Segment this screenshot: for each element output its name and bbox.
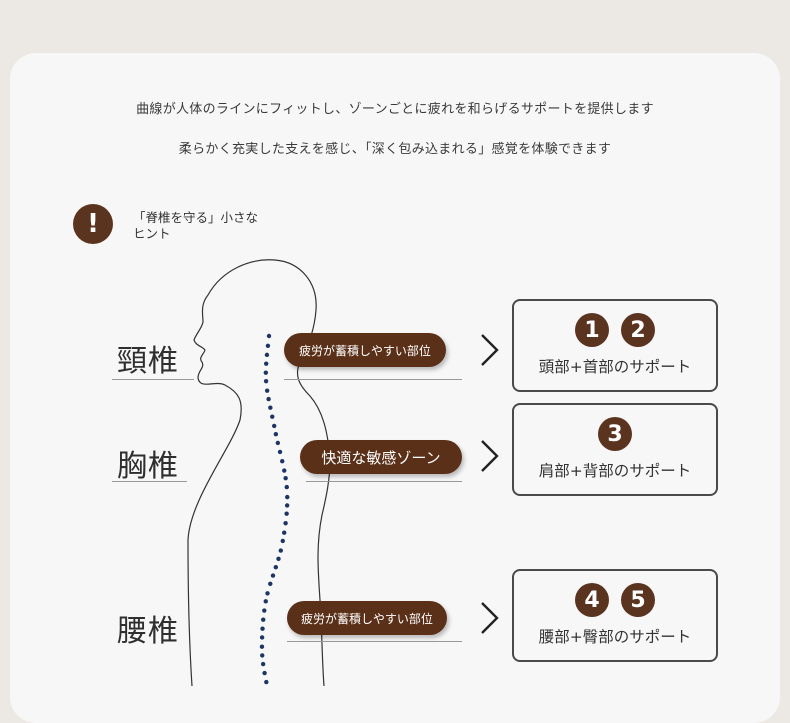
spine-dot xyxy=(273,431,279,437)
intro-line-1: 曲線が人体のラインにフィットし、ゾーンごとに疲れを和らげるサポートを提供します xyxy=(136,102,654,117)
number-badge: 3 xyxy=(598,417,632,451)
spine-dot xyxy=(264,352,270,358)
zone-label-lumbar: 腰椎 xyxy=(117,614,179,649)
spine-dot xyxy=(268,405,273,410)
zone-underline xyxy=(287,641,462,642)
hint-text: 「脊椎を守る」小さな ヒント xyxy=(133,210,258,242)
spine-dot xyxy=(263,599,268,604)
spine-dot xyxy=(280,538,285,544)
spine-dot xyxy=(284,503,290,508)
spine-dots xyxy=(259,333,290,685)
spine-dot xyxy=(261,617,266,622)
number-badges: 4 5 xyxy=(514,583,716,617)
spine-dot xyxy=(260,626,265,631)
spine-dot xyxy=(273,565,279,570)
support-text: 肩部+背部のサポート xyxy=(538,462,692,480)
intro-line-2: 柔らかく充実した支えを感じ、「深く包み込まれる」感覚を体験できます xyxy=(178,142,612,157)
chevron-right-icon xyxy=(481,334,499,366)
spine-dot xyxy=(285,494,290,500)
spine-dot xyxy=(259,644,265,649)
number-badges: 1 2 xyxy=(514,313,716,347)
spine-dot xyxy=(260,661,266,667)
number-badge: 1 xyxy=(575,313,609,347)
spine-dot xyxy=(264,388,270,393)
chevron-right-icon xyxy=(481,440,499,472)
zone-underline xyxy=(284,379,462,380)
zone-underline xyxy=(112,481,187,482)
spine-dot xyxy=(262,608,267,613)
spine-dot xyxy=(266,333,272,339)
spine-dot xyxy=(262,670,267,676)
spine-dot xyxy=(271,423,277,429)
spine-dot xyxy=(283,475,288,481)
tag-pill-lumbar: 疲労が蓄積しやすい部位 xyxy=(287,601,447,635)
number-badges: 3 xyxy=(514,417,716,451)
tag-pill-thoracic: 快適な敏感ゾーン xyxy=(300,440,462,474)
number-badge: 2 xyxy=(621,313,655,347)
chevron-right-icon xyxy=(481,602,499,634)
hint-line-1: 「脊椎を守る」小さな xyxy=(133,210,259,225)
exclamation-icon: ! xyxy=(73,204,113,244)
spine-dot xyxy=(284,484,289,490)
spine-dot xyxy=(276,556,281,562)
support-box-cervical: 1 2 頭部+首部のサポート xyxy=(512,299,718,392)
spine-dot xyxy=(270,573,276,578)
zone-underline xyxy=(112,379,194,380)
spine-dot xyxy=(270,414,275,419)
spine-dot xyxy=(282,468,287,473)
spine-dot xyxy=(263,370,269,375)
spine-dot xyxy=(268,581,273,587)
spine-dot xyxy=(275,440,281,446)
spine-dot xyxy=(278,548,283,553)
support-text: 頭部+首部のサポート xyxy=(538,358,692,376)
spine-dot xyxy=(280,459,285,464)
tag-pill-cervical: 疲労が蓄積しやすい部位 xyxy=(284,333,446,367)
spine-dot xyxy=(277,449,283,455)
number-badge: 4 xyxy=(575,583,609,617)
zone-label-thoracic: 胸椎 xyxy=(117,449,179,484)
support-box-lumbar: 4 5 腰部+臀部のサポート xyxy=(512,569,718,662)
spine-dot xyxy=(266,396,271,402)
spine-dot xyxy=(260,653,265,658)
spine-dot xyxy=(282,530,287,535)
spine-dot xyxy=(264,679,269,685)
spine-dot xyxy=(263,378,269,384)
spine-dot xyxy=(265,343,271,348)
spine-dot xyxy=(284,511,289,516)
support-text: 腰部+臀部のサポート xyxy=(538,628,692,646)
zone-label-cervical: 頸椎 xyxy=(117,344,179,379)
spine-dot xyxy=(263,361,269,366)
zone-underline xyxy=(306,481,462,482)
spine-dot xyxy=(265,591,270,596)
support-box-thoracic: 3 肩部+背部のサポート xyxy=(512,403,718,496)
hint-line-2: ヒント xyxy=(133,226,171,241)
number-badge: 5 xyxy=(621,583,655,617)
spine-dot xyxy=(283,521,288,526)
spine-dot xyxy=(259,635,265,640)
